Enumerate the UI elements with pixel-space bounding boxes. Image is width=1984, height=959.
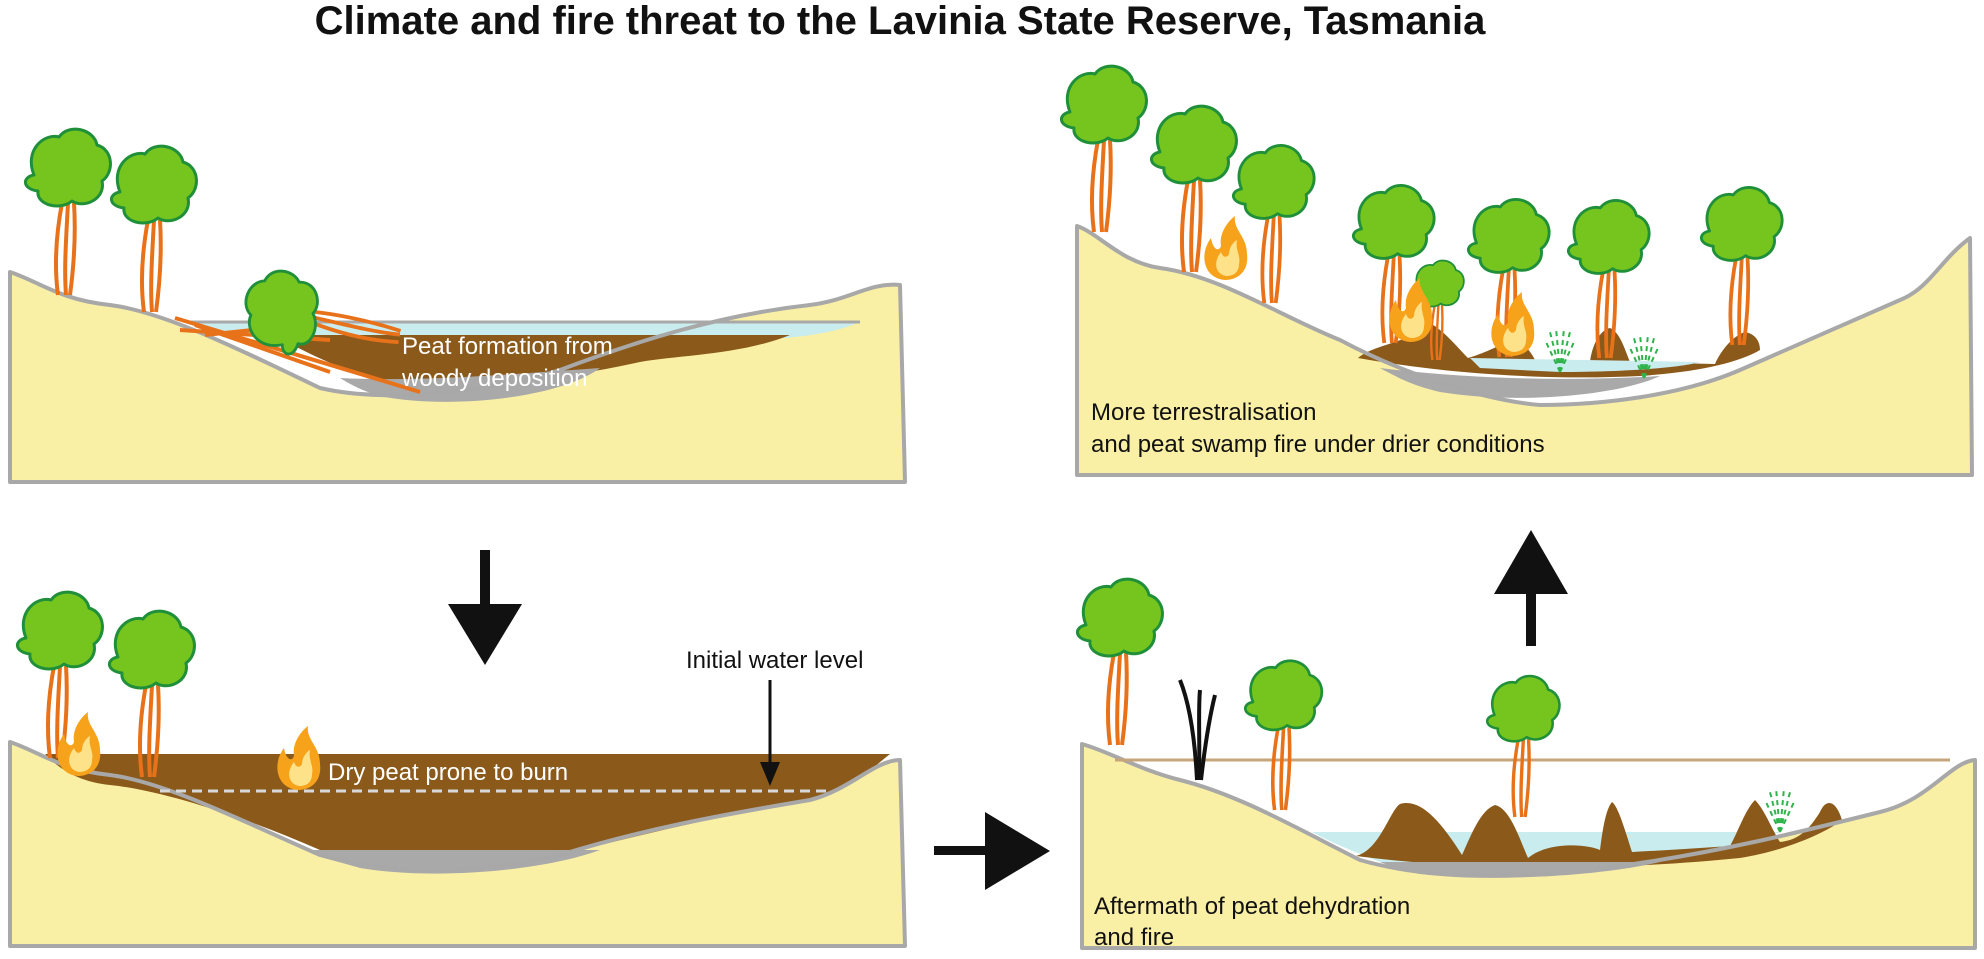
panel-2-label: Dry peat prone to burn [328,759,568,786]
terrain-sand [10,742,905,946]
terrain-sand [10,272,905,482]
terrain-sand [1082,744,1975,948]
panel-peat-formation: Peat formation from woody deposition [8,127,907,484]
tree-icon [1485,674,1562,819]
tree-icon [1059,64,1149,234]
panel-terrestrialisation: More terrestralisation and peat swamp fi… [1059,64,1974,477]
tree-icon [1231,143,1317,305]
tree-icon [23,127,113,297]
flame-icon [277,726,321,790]
panel-1-label: Peat formation from woody deposition [401,333,619,392]
dead-tree-icon [1178,679,1217,781]
page-title: Climate and fire threat to the Lavinia S… [315,0,1487,43]
arrow-down-icon [448,550,522,665]
panel-aftermath: Aftermath of peat dehydration and fire [1075,577,1977,951]
tree-icon [1699,185,1785,347]
flame-icon [1204,216,1248,280]
panel-4-label: More terrestralisation and peat swamp fi… [1091,399,1545,458]
tree-icon [107,609,197,779]
tree-icon [109,144,199,314]
water-level-label: Initial water level [686,647,863,674]
panel-dry-peat: Dry peat prone to burn Initial water lev… [8,590,907,948]
sediment-layer [1380,368,1660,398]
tree-icon [1243,658,1324,812]
terrain-sand [1077,226,1972,475]
peat-layer [275,335,790,388]
panel-3-label: Aftermath of peat dehydration and fire [1094,893,1417,951]
arrow-right-icon [934,812,1050,890]
water-level-arrow-icon [760,680,780,786]
arrow-up-icon [1494,530,1568,646]
tree-icon [1075,577,1165,747]
